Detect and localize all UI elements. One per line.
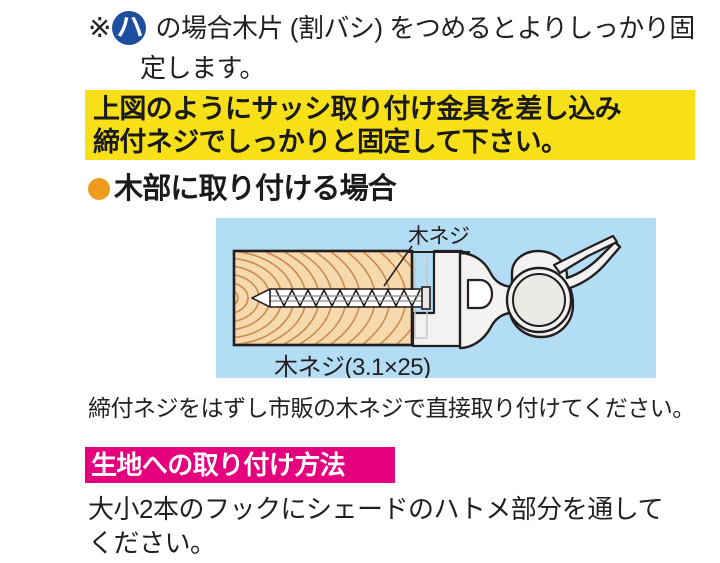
note-first-line: ※ ハ の場合木片 (割バシ) をつめるとよりしっかり固 (88, 6, 696, 50)
instruction-paragraph: 締付ネジをはずし市販の木ネジで直接取り付けてください。 (88, 395, 695, 421)
yellow-callout-banner: 上図のようにサッシ取り付け金具を差し込み 締付ネジでしっかりと固定して下さい。 (85, 90, 695, 160)
final-paragraph-line1: 大小2本のフックにシェードのハトメ部分を通して (88, 494, 663, 524)
diagram-callout-screw-label: 木ネジ (408, 220, 470, 253)
note-line2-text: 定します。 (140, 53, 265, 83)
reference-mark-icon: ※ (88, 12, 112, 43)
note-block: ※ ハ の場合木片 (割バシ) をつめるとよりしっかり固 定します。 (88, 6, 696, 83)
note-line1-text: の場合木片 (割バシ) をつめるとよりしっかり固 (155, 12, 695, 43)
diagram-caption-screw-size: 木ネジ(3.1×25) (274, 354, 431, 378)
section-heading-text: 木部に取り付ける場合 (114, 172, 397, 205)
yellow-banner-line1: 上図のようにサッシ取り付け金具を差し込み (93, 94, 622, 124)
yellow-banner-line2: 締付ネジでしっかりと固定して下さい。 (93, 127, 568, 157)
ha-circle-icon: ハ (112, 11, 147, 45)
final-paragraph: 大小2本のフックにシェードのハトメ部分を通して ください。 (88, 492, 712, 560)
orange-bullet-icon (88, 178, 110, 200)
wood-mount-diagram: 木ネジ 木ネジ(3.1×25) (216, 218, 656, 378)
pink-banner-text: 生地への取り付け方法 (91, 450, 346, 480)
final-paragraph-line2: ください。 (88, 528, 216, 558)
ha-circle-label: ハ (116, 12, 143, 43)
pink-section-banner: 生地への取り付け方法 (85, 447, 395, 483)
section-heading-wood-mount: 木部に取り付ける場合 (88, 170, 397, 208)
